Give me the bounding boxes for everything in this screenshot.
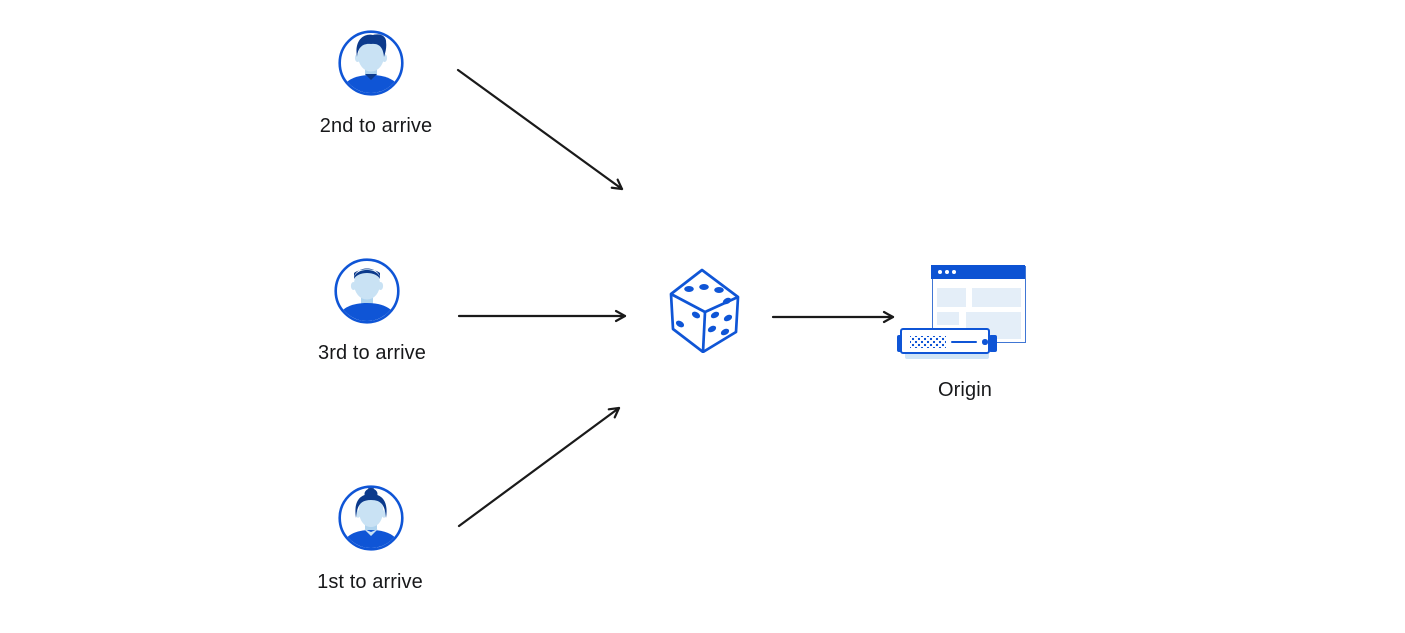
visitor-bottom-label: 1st to arrive	[317, 571, 423, 593]
server-vent-dots	[910, 335, 946, 348]
visitor-top-label: 2nd to arrive	[319, 115, 433, 137]
visitor-middle-label: 3rd to arrive	[317, 342, 426, 364]
female-avatar-icon	[338, 485, 404, 551]
arrow-visitor-top-to-dice	[456, 68, 624, 191]
arrow-visitor-bottom-to-dice	[457, 406, 621, 528]
page-panel	[937, 312, 959, 325]
server-right-cap	[989, 335, 997, 352]
male-avatar-icon	[338, 30, 404, 96]
server-slot-line	[951, 340, 977, 344]
dice-icon	[669, 268, 740, 353]
male-avatar-icon	[334, 258, 400, 324]
window-dot	[938, 270, 943, 275]
window-dot	[945, 270, 950, 275]
page-panel	[937, 288, 966, 307]
page-panel	[972, 288, 1021, 307]
window-dot	[952, 270, 957, 275]
origin-label: Origin	[938, 379, 992, 401]
browser-titlebar	[931, 265, 1026, 280]
server-chassis	[900, 328, 990, 354]
server-icon	[897, 328, 997, 362]
server-base	[905, 354, 989, 359]
server-led-dot	[982, 339, 988, 345]
